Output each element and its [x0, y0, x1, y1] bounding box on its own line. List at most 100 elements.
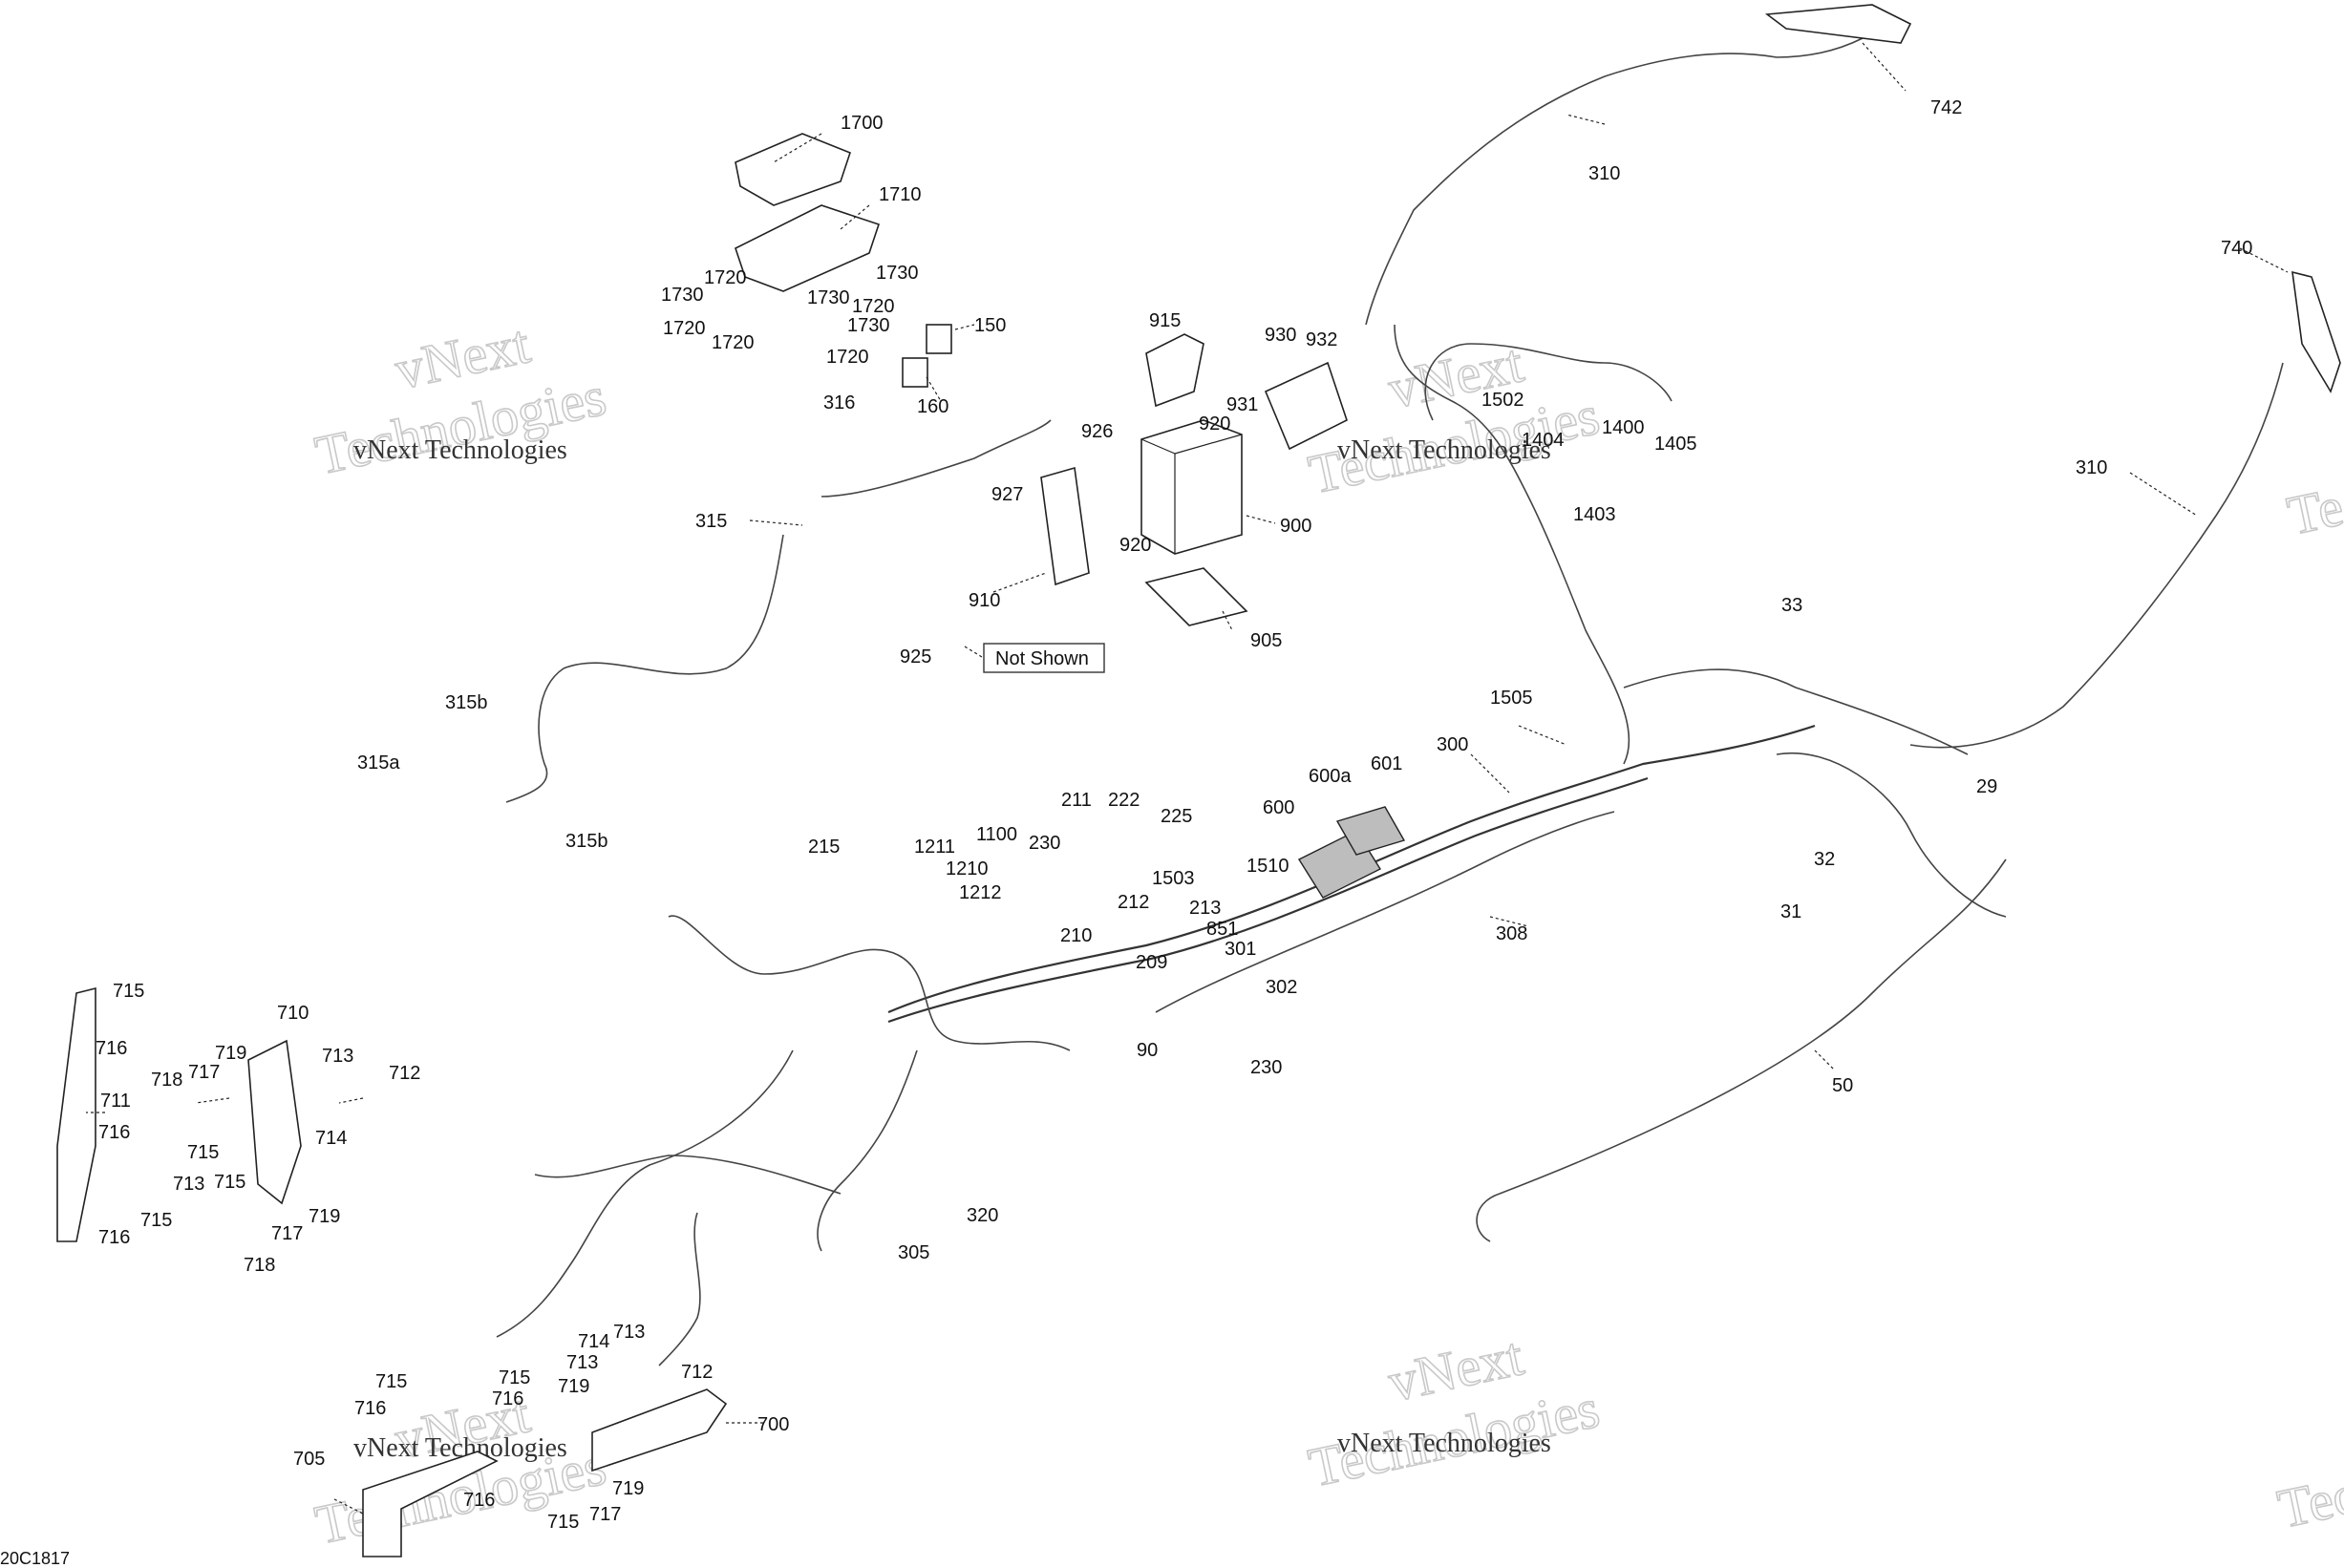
callout-29: 29: [1976, 776, 1997, 797]
callout-717: 717: [589, 1504, 621, 1525]
callout-302: 302: [1266, 977, 1297, 998]
callout-1720: 1720: [663, 318, 706, 339]
callout-316: 316: [823, 392, 855, 413]
harness-front-loop: [668, 915, 1071, 1051]
callout-1212: 1212: [959, 882, 1002, 903]
battery-900: [1140, 419, 1243, 555]
light-705: [362, 1451, 499, 1557]
callout-712: 712: [389, 1063, 420, 1084]
callout-915: 915: [1149, 310, 1181, 331]
callout-1400: 1400: [1602, 417, 1645, 438]
callout-930: 930: [1265, 325, 1296, 346]
callout-716: 716: [463, 1490, 495, 1511]
callout-719: 719: [309, 1206, 340, 1227]
callout-716: 716: [492, 1388, 523, 1409]
callout-33: 33: [1781, 595, 1802, 616]
callout-1210: 1210: [946, 858, 989, 879]
callout-715: 715: [113, 981, 144, 1002]
callout-932: 932: [1306, 329, 1337, 350]
harness-left-branch: [534, 1155, 842, 1195]
callout-1720: 1720: [712, 332, 755, 353]
gauge-600a: [1335, 806, 1406, 856]
watermark-3: vNext Technologies: [1303, 1324, 1606, 1499]
main-harness: [496, 37, 2284, 1367]
callout-925: 925: [900, 646, 931, 667]
callout-718: 718: [151, 1070, 182, 1091]
callout-931: 931: [1226, 394, 1258, 415]
callout-1405: 1405: [1654, 434, 1697, 455]
harness-1502-loop: [1424, 343, 1673, 421]
callout-716: 716: [98, 1227, 130, 1248]
callout-713: 713: [173, 1174, 204, 1195]
callout-308: 308: [1496, 923, 1527, 944]
relay-150: [926, 324, 952, 354]
callout-1720: 1720: [704, 267, 747, 288]
callout-222: 222: [1108, 790, 1140, 811]
callout-212: 212: [1118, 892, 1149, 913]
callout-715: 715: [499, 1367, 530, 1388]
callout-715: 715: [140, 1210, 172, 1231]
callout-717: 717: [188, 1062, 220, 1083]
battery-holder-910: [1040, 466, 1090, 586]
harness-upper-left-b: [820, 419, 1052, 498]
callout-1502: 1502: [1481, 390, 1524, 411]
callout-1403: 1403: [1573, 504, 1616, 525]
callout-1700: 1700: [841, 113, 884, 134]
callout-209: 209: [1136, 952, 1167, 973]
callout-719: 719: [558, 1376, 589, 1397]
callout-716: 716: [354, 1398, 386, 1419]
svg-text:Technologies: Technologies: [2272, 1418, 2344, 1540]
callout-315b: 315b: [445, 692, 488, 713]
callout-600a: 600a: [1309, 766, 1352, 787]
light-742: [1764, 4, 1912, 44]
harness-310-top: [1365, 37, 1864, 326]
callout-310: 310: [1588, 163, 1620, 184]
harness-50: [1476, 858, 2007, 1242]
callout-150: 150: [974, 315, 1006, 336]
harness-front-left: [496, 1049, 794, 1338]
holddown-915: [1145, 333, 1204, 408]
callout-700: 700: [757, 1414, 789, 1435]
callout-926: 926: [1081, 421, 1113, 442]
callout-213: 213: [1189, 898, 1221, 919]
callout-705: 705: [293, 1449, 325, 1470]
callout-1510: 1510: [1247, 856, 1289, 877]
callout-1211: 1211: [914, 837, 955, 858]
callout-716: 716: [96, 1038, 127, 1059]
callout-215: 215: [808, 837, 840, 858]
callout-715: 715: [375, 1371, 407, 1392]
watermark-caption-3: vNext Technologies: [1337, 1429, 1551, 1458]
bracket-1710: [735, 204, 881, 292]
callout-1730: 1730: [661, 285, 704, 306]
watermark-caption-1: vNext Technologies: [353, 435, 567, 465]
leader-lines: [86, 42, 2289, 1515]
callout-713: 713: [566, 1352, 598, 1373]
not-shown-label: Not Shown: [995, 648, 1089, 669]
callout-717: 717: [271, 1223, 303, 1244]
harness-rear-right: [1776, 752, 2007, 918]
callout-1730: 1730: [876, 263, 919, 284]
callout-211: 211: [1061, 790, 1092, 811]
callout-1730: 1730: [847, 315, 890, 336]
callout-851: 851: [1206, 919, 1238, 940]
callout-160: 160: [917, 396, 948, 417]
callout-715: 715: [187, 1142, 219, 1163]
harness-upper-right: [1394, 324, 1630, 765]
callout-315b: 315b: [565, 831, 608, 852]
callout-600: 600: [1263, 797, 1294, 818]
callout-905: 905: [1250, 630, 1282, 651]
watermark-caption-2: vNext Technologies: [1337, 435, 1551, 465]
callout-210: 210: [1060, 925, 1092, 946]
callout-713: 713: [613, 1322, 645, 1343]
callout-305: 305: [898, 1242, 929, 1263]
callout-50: 50: [1832, 1075, 1853, 1096]
callout-900: 900: [1280, 516, 1311, 537]
callout-320: 320: [967, 1205, 998, 1226]
module-930: [1264, 361, 1348, 451]
callout-927: 927: [991, 484, 1023, 505]
callout-90: 90: [1137, 1040, 1158, 1061]
callout-910: 910: [969, 590, 1000, 611]
watermark-6: Technologies: [2271, 1417, 2344, 1540]
harness-310-right: [1909, 362, 2284, 749]
